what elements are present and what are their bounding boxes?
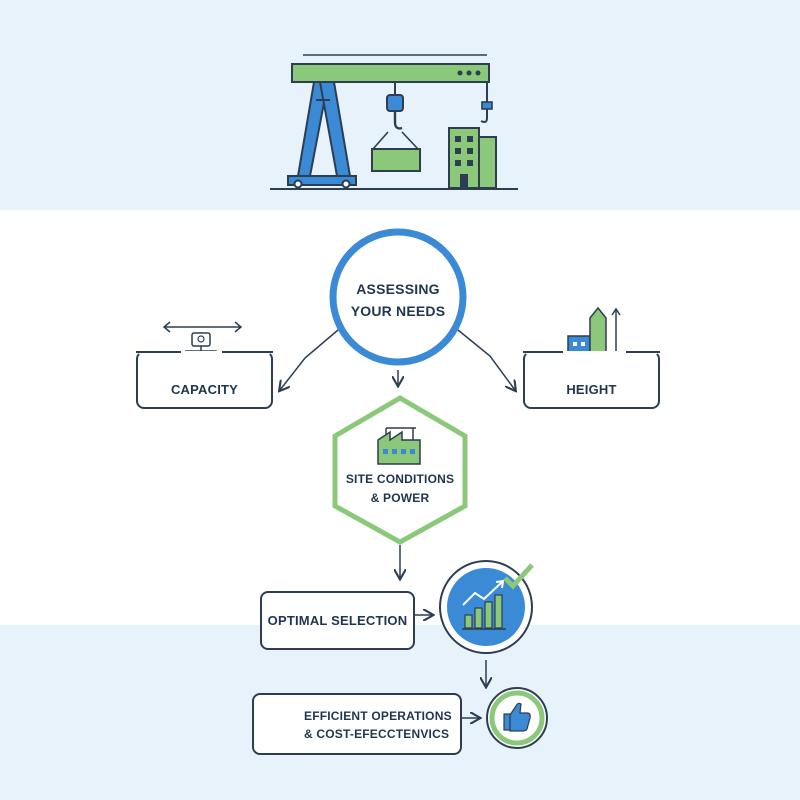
height-label: HEIGHT	[566, 382, 617, 397]
capacity-label: CAPACITY	[170, 382, 239, 397]
crane-icon	[270, 54, 518, 190]
height-node	[523, 351, 660, 409]
assess-label-line2: YOUR NEEDS	[350, 303, 446, 319]
thumbs-up-icon	[503, 702, 531, 732]
assess-label: ASSESSING YOUR NEEDS	[338, 278, 458, 322]
site-hexagon	[332, 395, 468, 545]
assess-label-line1: ASSESSING	[356, 281, 440, 297]
site-label-line1: SITE CONDITIONS	[345, 472, 455, 486]
assess-circle	[329, 228, 467, 366]
site-label: SITE CONDITIONS & POWER	[335, 470, 465, 508]
site-label-line2: & POWER	[370, 491, 430, 505]
selection-node	[260, 591, 415, 650]
factory-icon	[377, 427, 421, 465]
efficiency-label: EFFICIENT OPERATIONS & COST-EFECCTENVICS	[304, 707, 458, 743]
efficiency-node	[252, 693, 462, 755]
efficiency-label-line1: EFFICIENT OPERATIONS	[304, 709, 452, 723]
chart-icon	[462, 579, 506, 630]
building-icon	[448, 127, 497, 189]
selection-label: OPTIMAL SELECTION	[267, 613, 408, 628]
checkmark-icon	[503, 563, 534, 590]
capacity-node	[136, 351, 273, 409]
efficiency-label-line2: & COST-EFECCTENVICS	[304, 727, 450, 741]
